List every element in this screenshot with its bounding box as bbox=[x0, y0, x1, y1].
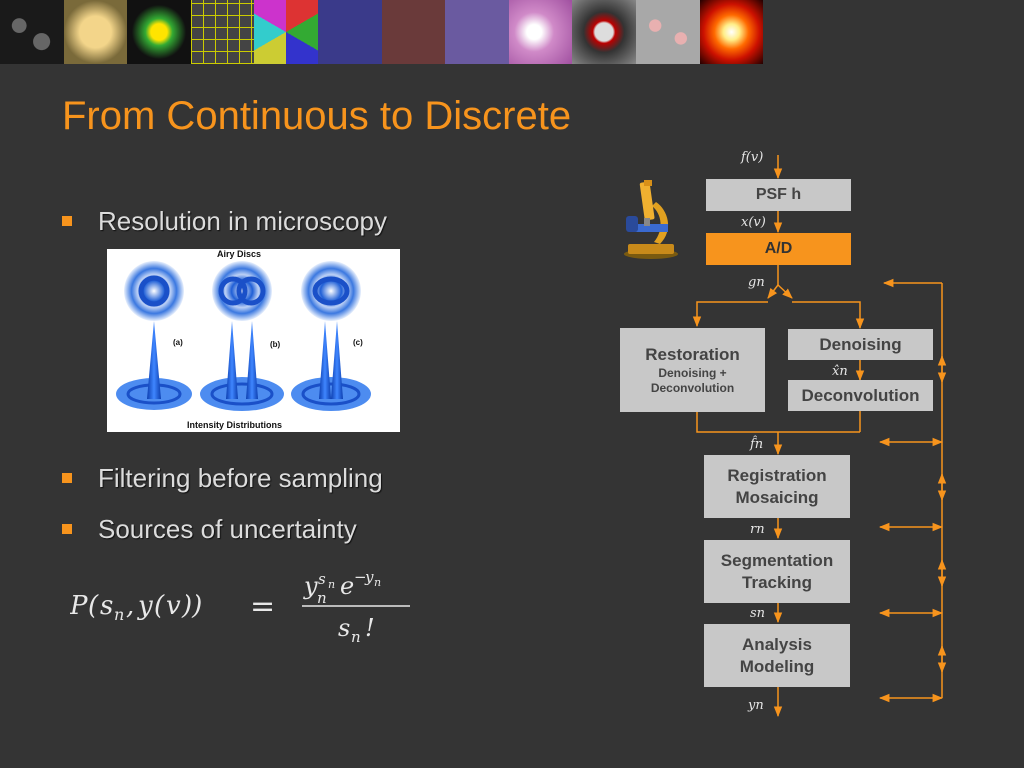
svg-text:y: y bbox=[303, 572, 318, 600]
denoising-box: Denoising bbox=[788, 329, 933, 360]
svg-text:y: y bbox=[137, 591, 153, 621]
bullet-marker bbox=[62, 216, 72, 227]
airy-top-label: Airy Discs bbox=[217, 249, 261, 259]
ad-box: A/D bbox=[706, 233, 851, 265]
bullet-marker bbox=[62, 524, 72, 535]
var-y-n: yn bbox=[748, 698, 764, 713]
svg-text:n: n bbox=[374, 576, 381, 589]
svg-text:(: ( bbox=[154, 591, 165, 621]
mosaicing-label: Mosaicing bbox=[735, 487, 819, 507]
svg-text:s: s bbox=[338, 614, 350, 642]
var-r-n: rn bbox=[750, 522, 765, 537]
airy-discs-figure: Airy Discs (a) (b) (c) Intensity Distrib… bbox=[107, 249, 400, 432]
bullet-text: Filtering before sampling bbox=[98, 463, 383, 493]
bullet-marker bbox=[62, 473, 72, 484]
svg-text:,: , bbox=[126, 591, 134, 621]
poisson-formula-svg: P ( s n , y ( v )) = y n s n e − y n s n… bbox=[69, 568, 410, 646]
bullet-text: Resolution in microscopy bbox=[98, 206, 388, 236]
modeling-label: Modeling bbox=[739, 656, 815, 676]
svg-text:P: P bbox=[70, 591, 88, 621]
restoration-box: Restoration Denoising + Deconvolution bbox=[620, 328, 765, 412]
header-image-strip bbox=[0, 0, 764, 64]
var-f-hat-n: f̂n bbox=[750, 437, 764, 452]
analysis-label: Analysis bbox=[742, 635, 812, 655]
segmentation-label: Segmentation bbox=[720, 551, 834, 571]
slide-title: From Continuous to Discrete bbox=[62, 94, 572, 138]
svg-text:y: y bbox=[364, 570, 374, 586]
sun-tile bbox=[699, 0, 764, 64]
deconvolution-label: Deconvolution bbox=[801, 385, 920, 405]
var-x-hat-n: x̂n bbox=[832, 364, 848, 379]
registration-label: Registration bbox=[727, 466, 827, 486]
panel-label-a: (a) bbox=[173, 338, 183, 347]
fractal-tile bbox=[63, 0, 128, 64]
airy-bottom-label: Intensity Distributions bbox=[187, 420, 282, 430]
restoration-title: Restoration bbox=[645, 345, 740, 365]
svg-text:!: ! bbox=[365, 614, 375, 642]
blood-cells-tile bbox=[635, 0, 700, 64]
svg-text:(: ( bbox=[88, 591, 99, 621]
grid-tile bbox=[190, 0, 255, 64]
microscope-icon bbox=[622, 180, 680, 265]
psf-box: PSF h bbox=[706, 179, 851, 211]
poisson-formula: P ( s n , y ( v )) = y n s n e − y n s n… bbox=[69, 568, 430, 654]
bullet-filtering: Filtering before sampling bbox=[62, 463, 383, 494]
tracking-label: Tracking bbox=[742, 572, 812, 592]
svg-text:v: v bbox=[166, 591, 181, 621]
noise-tile bbox=[381, 0, 446, 64]
segmentation-box: Segmentation Tracking bbox=[704, 540, 850, 603]
tissue-tile bbox=[508, 0, 573, 64]
var-f-v: f(v) bbox=[741, 150, 764, 165]
bullet-resolution: Resolution in microscopy bbox=[62, 206, 387, 237]
panel-label-b: (b) bbox=[270, 340, 281, 349]
mri-tile bbox=[572, 0, 636, 64]
var-s-n: sn bbox=[750, 606, 766, 621]
panel-label-c: (c) bbox=[353, 338, 363, 347]
denoising-label: Denoising bbox=[819, 334, 902, 354]
voronoi-tile bbox=[254, 0, 318, 64]
svg-text:n: n bbox=[114, 605, 124, 624]
ad-label: A/D bbox=[764, 240, 793, 257]
deconvolution-box: Deconvolution bbox=[788, 380, 933, 411]
var-g-n: gn bbox=[748, 275, 765, 290]
restoration-sub1: Denoising + bbox=[658, 365, 727, 380]
bullet-text: Sources of uncertainty bbox=[98, 514, 357, 544]
svg-text:s: s bbox=[100, 591, 113, 621]
neuron-tile bbox=[127, 0, 191, 64]
svg-text:−: − bbox=[354, 570, 367, 586]
svg-text:=: = bbox=[250, 589, 275, 624]
svg-text:n: n bbox=[317, 589, 327, 607]
analysis-box: Analysis Modeling bbox=[704, 624, 850, 687]
cells-tile bbox=[0, 0, 64, 64]
svg-text:n: n bbox=[351, 628, 361, 646]
psf-label: PSF h bbox=[755, 186, 802, 203]
registration-box: Registration Mosaicing bbox=[704, 455, 850, 518]
bacteria-tile bbox=[317, 0, 382, 64]
svg-text:e: e bbox=[340, 572, 354, 600]
var-x-v: x(v) bbox=[741, 215, 766, 230]
svg-text:)): )) bbox=[181, 591, 202, 621]
restoration-sub2: Deconvolution bbox=[650, 380, 735, 395]
airy-discs-illustration: Airy Discs (a) (b) (c) Intensity Distrib… bbox=[116, 249, 371, 430]
bullet-uncertainty: Sources of uncertainty bbox=[62, 514, 357, 545]
svg-text:n: n bbox=[328, 578, 335, 591]
svg-text:s: s bbox=[318, 570, 326, 588]
segmented-tile bbox=[445, 0, 509, 64]
